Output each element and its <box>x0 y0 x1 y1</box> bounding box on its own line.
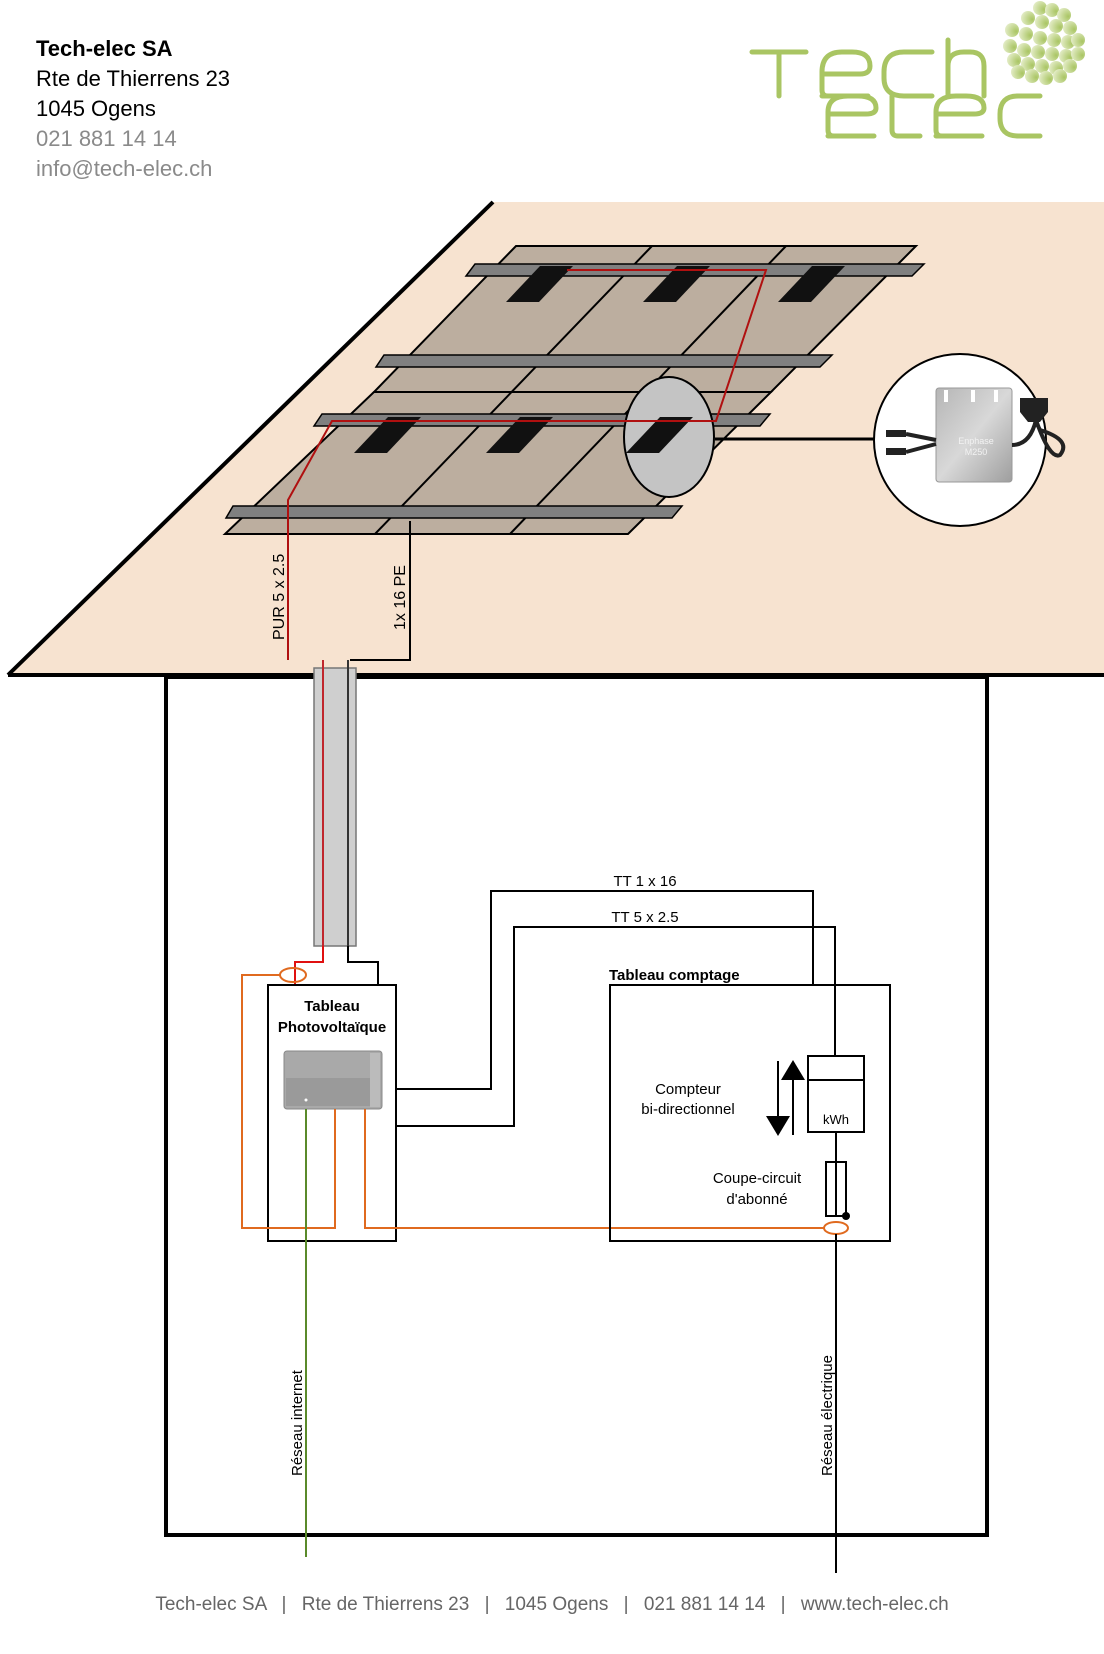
company-city: 1045 Ogens <box>36 96 156 121</box>
cable-label-pe: 1x 16 PE <box>392 565 409 630</box>
sensor-cable-pv <box>241 974 336 1229</box>
inverter-model-label: M250 <box>965 447 988 457</box>
inverter-detail-bubble[interactable]: Enphase M250 <box>873 353 1066 527</box>
reseau-internet-label: Réseau internet <box>289 1369 306 1476</box>
footer-street: Rte de Thierrens 23 <box>301 1594 470 1615</box>
cable-tt-1x16 <box>396 890 814 1090</box>
logo-dots-icon <box>1003 1 1085 85</box>
house-walls <box>164 675 989 1537</box>
logo-wordmark <box>749 37 1043 139</box>
current-sensor-pv <box>279 967 307 983</box>
fuse-junction-dot <box>842 1212 850 1220</box>
footer-phone: 021 881 14 14 <box>643 1594 766 1615</box>
pe-cable <box>350 521 411 661</box>
footer-separator: | <box>484 1594 490 1615</box>
roof-slope-line <box>6 200 495 677</box>
footer-website[interactable]: www.tech-elec.ch <box>800 1594 949 1615</box>
footer-separator: | <box>623 1594 629 1615</box>
reseau-electrique-label: Réseau électrique <box>819 1355 836 1476</box>
compteur-label-2: bi-directionnel <box>641 1101 734 1118</box>
compteur-label-1: Compteur <box>655 1081 721 1098</box>
cable-label-tt-16: TT 1 x 16 <box>613 873 676 890</box>
footer-separator: | <box>780 1594 786 1615</box>
ac-plug-icon <box>1020 398 1048 422</box>
tableau-comptage[interactable] <box>609 984 891 1242</box>
inverter-brand-label: Enphase <box>958 436 994 446</box>
meter-kwh-label: kWh <box>823 1112 849 1127</box>
company-name: Tech-elec SA <box>36 36 173 61</box>
dc-cable-pur <box>287 269 768 660</box>
tableau-pv-title-2: Photovoltaïque <box>278 1019 386 1036</box>
sensor-cable-meter <box>364 1109 824 1229</box>
tableau-pv-title-1: Tableau <box>304 998 360 1015</box>
micro-inverters <box>354 266 845 453</box>
tech-elec-logo <box>749 1 1085 139</box>
current-sensor-meter <box>823 1221 849 1235</box>
micro-inverter-highlighted <box>626 417 693 453</box>
footer: Tech-elec SA | Rte de Thierrens 23 | 104… <box>0 1594 1104 1616</box>
dc-cable-to-tableau <box>294 946 324 985</box>
rail <box>374 354 834 368</box>
micro-inverter <box>643 266 710 302</box>
cable-conduit <box>313 667 357 947</box>
enphase-inverter-image <box>935 387 1013 483</box>
company-address-block: Tech-elec SA Rte de Thierrens 23 1045 Og… <box>36 34 230 184</box>
company-email[interactable]: info@tech-elec.ch <box>36 156 213 181</box>
envoy-gateway-device <box>283 1050 383 1110</box>
micro-inverter <box>486 417 553 453</box>
micro-inverter <box>778 266 845 302</box>
coupe-circuit-label-2: d'abonné <box>726 1191 787 1208</box>
footer-company: Tech-elec SA <box>155 1594 267 1615</box>
pe-cable-to-tableau <box>347 946 379 985</box>
footer-separator: | <box>281 1594 287 1615</box>
dc-connector-icon <box>905 432 937 454</box>
footer-city: 1045 Ogens <box>504 1594 609 1615</box>
tableau-photovoltaique[interactable] <box>267 984 397 1242</box>
tableau-comptage-title: Tableau comptage <box>609 967 740 984</box>
company-phone: 021 881 14 14 <box>36 126 177 151</box>
cable-label-pur: PUR 5 x 2.5 <box>271 554 288 640</box>
cable-label-tt-25: TT 5 x 2.5 <box>611 909 678 926</box>
subscriber-fuse[interactable] <box>825 1161 847 1217</box>
cable-tt-5x25 <box>396 926 836 1127</box>
company-street: Rte de Thierrens 23 <box>36 66 231 91</box>
micro-inverter <box>354 417 421 453</box>
coupe-circuit-label-1: Coupe-circuit <box>713 1170 802 1187</box>
rail <box>224 505 684 519</box>
micro-inverter <box>506 266 573 302</box>
ac-cable-loop-icon <box>1011 412 1066 458</box>
